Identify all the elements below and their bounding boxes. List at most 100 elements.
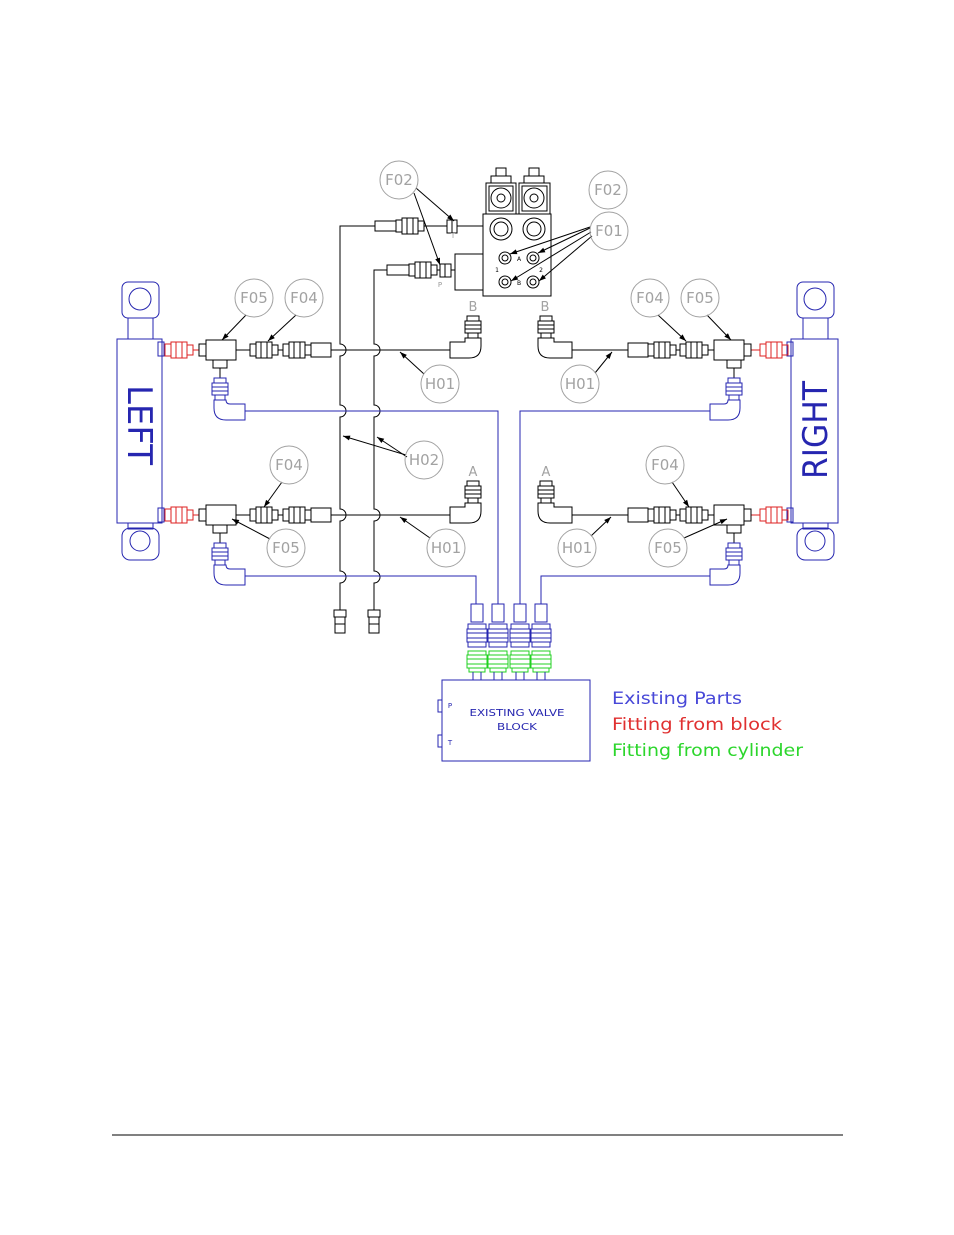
block-fittings — [467, 604, 551, 680]
solenoid-coil-bevel — [489, 186, 513, 211]
tee-collar — [744, 344, 751, 356]
fitting — [760, 507, 788, 523]
fitting-collar — [760, 509, 766, 521]
hose-end — [335, 617, 345, 633]
fitting-collar — [511, 651, 529, 655]
solenoid-coil-bevel — [522, 186, 547, 211]
fitting — [212, 543, 228, 565]
hose-end-bottom — [368, 610, 380, 633]
fitting-column — [467, 604, 487, 680]
fitting — [648, 342, 676, 358]
callout-label: H02 — [409, 451, 439, 469]
hose-end-collar — [334, 610, 346, 617]
valve-port-inner — [530, 255, 536, 261]
fitting-nut — [654, 507, 670, 523]
solenoid-nut — [491, 176, 511, 183]
callout-label: F02 — [594, 181, 622, 199]
port-label-left-b: B — [469, 300, 478, 315]
fitting-nut — [212, 548, 228, 560]
fitting — [250, 342, 278, 358]
callout-label: F04 — [275, 456, 303, 474]
fitting-collar — [532, 624, 550, 629]
hose-end — [514, 604, 526, 622]
fitting-collar — [283, 509, 289, 521]
tee-collar — [199, 344, 206, 356]
fitting-nut — [488, 629, 508, 642]
fitting-collar — [396, 220, 402, 232]
callout-h01: H01 — [558, 529, 596, 567]
callout-f05: F05 — [267, 529, 305, 567]
valve-port — [499, 252, 511, 264]
tee-collar — [744, 509, 751, 521]
fitting — [538, 316, 554, 338]
fitting-collar — [760, 344, 766, 356]
solenoid-nut — [524, 176, 544, 183]
fitting-collar — [409, 264, 415, 276]
hose-end — [471, 604, 483, 622]
fitting-collar — [272, 345, 278, 355]
fitting-collar — [272, 510, 278, 520]
fitting-nut — [212, 383, 228, 395]
tee-leg — [213, 525, 227, 533]
fitting-nut — [766, 342, 782, 358]
existing-hose-line — [520, 411, 710, 604]
fitting-nut — [171, 507, 187, 523]
valve-port — [527, 276, 539, 288]
callout-label: H01 — [562, 539, 592, 557]
fitting-nut — [289, 342, 305, 358]
fitting-collar — [680, 344, 686, 356]
fitting-collar — [532, 651, 550, 655]
leader-arrowhead — [538, 248, 545, 253]
callout-label: F05 — [686, 289, 714, 307]
fitting-nut — [531, 655, 551, 668]
fitting-collar — [305, 345, 311, 355]
fitting-collar — [680, 509, 686, 521]
callout-f04: F04 — [270, 446, 308, 484]
fitting-nut — [538, 321, 554, 333]
hose-elbow — [710, 565, 740, 585]
fitting-nut — [467, 655, 487, 668]
fitting-nut — [488, 655, 508, 668]
h02-hoses — [334, 226, 387, 633]
cylinder-bottom-clevis — [122, 528, 159, 560]
fitting-collar — [702, 510, 708, 520]
leader-line — [416, 188, 454, 221]
hose-line — [340, 226, 375, 610]
leader-arrowhead — [720, 519, 727, 524]
callout-label: F05 — [654, 539, 682, 557]
fitting-collar — [533, 668, 549, 672]
callout-label: F04 — [290, 289, 318, 307]
fitting-nut — [510, 655, 530, 668]
fitting — [465, 481, 481, 503]
fitting-collar — [283, 344, 289, 356]
fitting-collar — [431, 265, 437, 275]
valve-port-inner — [502, 279, 508, 285]
fitting-nut — [465, 486, 481, 498]
hose-elbow — [214, 400, 245, 420]
fitting-nut — [415, 262, 431, 278]
fitting — [396, 218, 424, 234]
fitting-nut — [289, 507, 305, 523]
valve-side-block — [455, 254, 483, 290]
fitting-nut — [538, 486, 554, 498]
leader-line — [538, 228, 590, 253]
fitting-collar — [729, 560, 739, 565]
valve-port-b-label: B — [517, 280, 521, 287]
cylinder-port — [158, 342, 164, 356]
fitting — [283, 507, 311, 523]
fitting-nut — [686, 507, 702, 523]
callout-h02: H02 — [405, 441, 443, 479]
fitting-collar — [250, 344, 256, 356]
cylinder-rod — [803, 318, 828, 339]
callout-f04: F04 — [646, 446, 684, 484]
fitting-collar — [512, 668, 528, 672]
fitting-collar — [511, 624, 529, 629]
fitting-collar — [215, 560, 225, 565]
valve-port-inner — [530, 279, 536, 285]
valve-port-p-label: P — [438, 281, 442, 289]
fitting — [165, 342, 193, 358]
hose-elbow — [214, 565, 245, 585]
hose-end — [628, 343, 648, 357]
fitting-nut — [531, 629, 551, 642]
callout-label: F05 — [240, 289, 268, 307]
